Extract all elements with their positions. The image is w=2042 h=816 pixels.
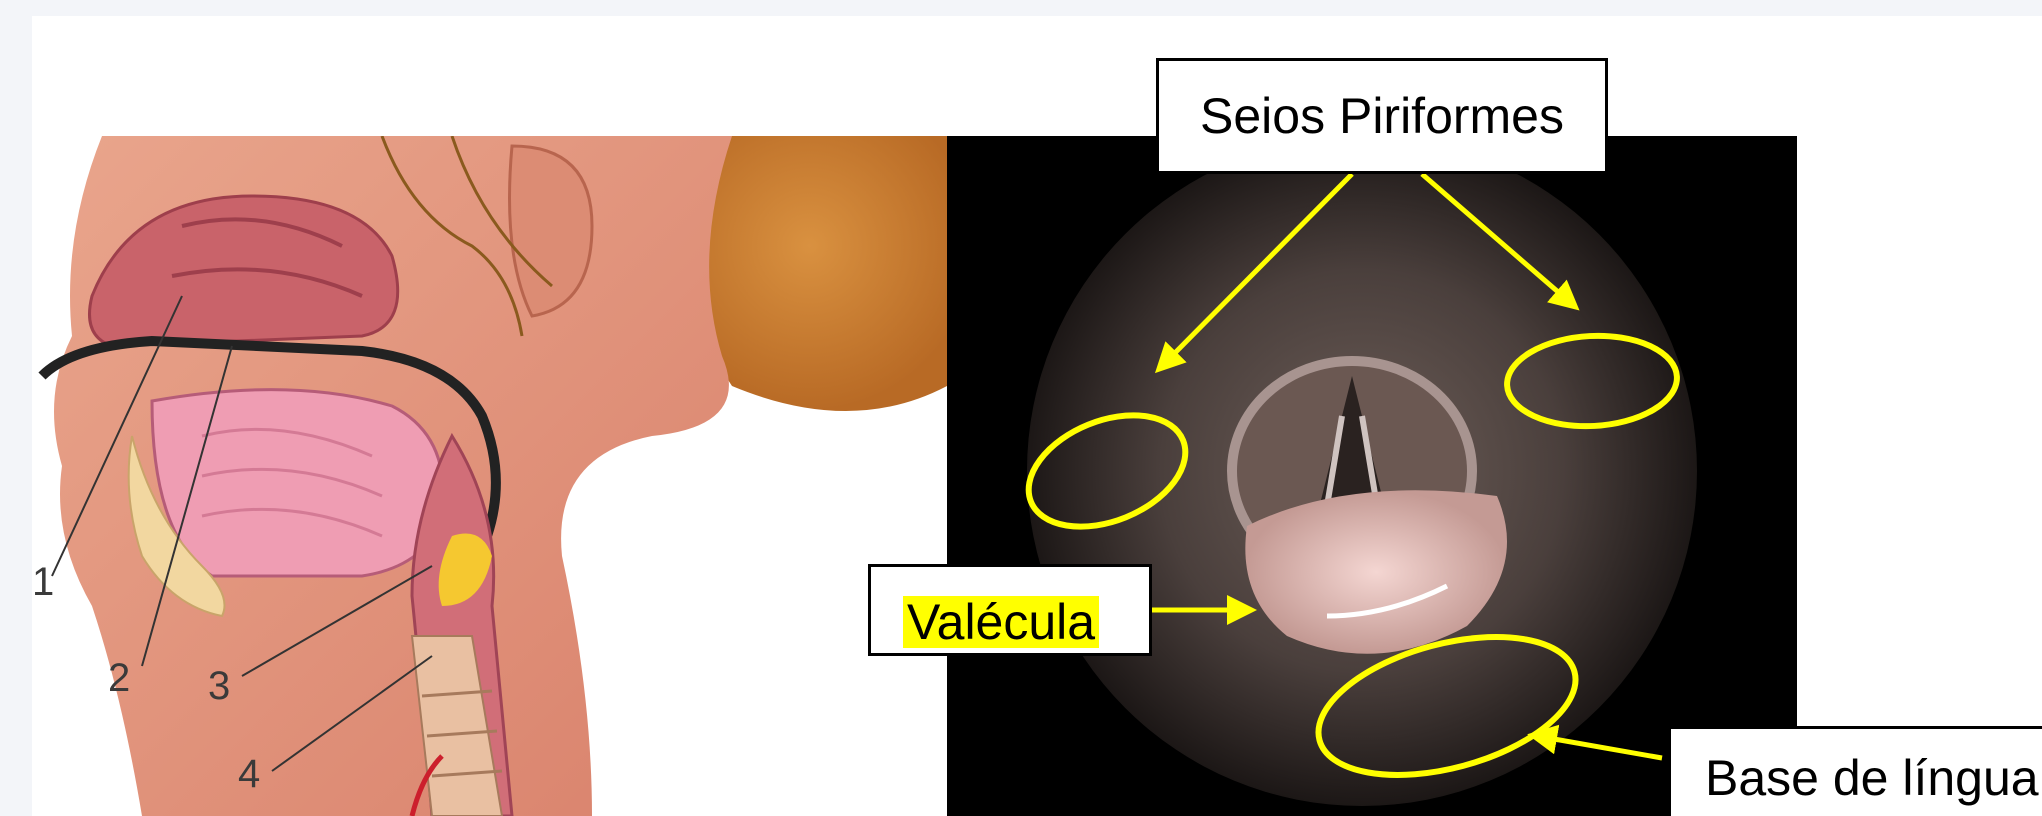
annotation-overlay: [32, 16, 2042, 816]
ellipse-base-lingua: [1303, 612, 1590, 800]
arrow-base-lingua: [1537, 736, 1662, 758]
arrow-seios-left: [1162, 174, 1352, 366]
ellipse-seio-right: [1505, 332, 1679, 431]
label-seios-piriformes-text: Seios Piriformes: [1200, 87, 1564, 145]
label-base-de-lingua: Base de língua: [1668, 726, 2042, 816]
label-base-de-lingua-text: Base de língua: [1705, 749, 2039, 807]
label-valecula: Valécula: [868, 564, 1152, 656]
ellipse-seio-left: [1012, 394, 1202, 548]
label-seios-piriformes: Seios Piriformes: [1156, 58, 1608, 174]
slide: 1 2 3 4: [32, 16, 2042, 816]
label-valecula-text: Valécula: [903, 596, 1099, 649]
arrow-seios-right: [1422, 174, 1572, 304]
